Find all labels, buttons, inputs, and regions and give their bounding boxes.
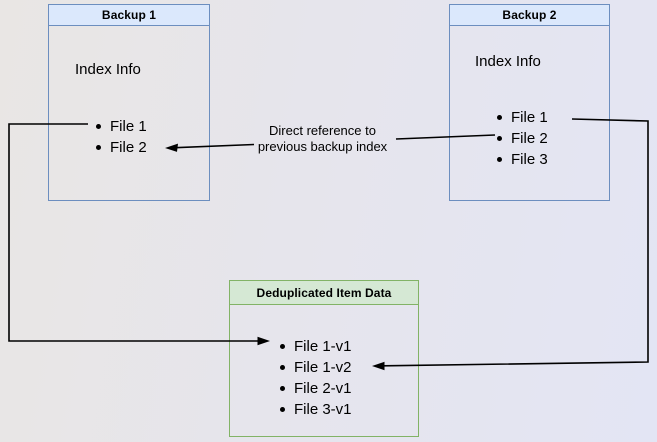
list-item: File 2-v1	[280, 378, 352, 399]
list-item: File 1-v2	[280, 357, 352, 378]
direct-reference-line1: Direct reference to	[269, 123, 376, 138]
file-label: File 2	[110, 139, 147, 156]
file-label: File 2-v1	[294, 380, 352, 397]
file-label: File 1	[110, 118, 147, 135]
backup2-header: Backup 2	[450, 5, 609, 26]
dedup-header: Deduplicated Item Data	[230, 281, 418, 305]
list-item: File 3-v1	[280, 399, 352, 420]
bullet-icon	[280, 365, 285, 370]
direct-reference-line2: previous backup index	[257, 139, 388, 154]
file-label: File 3	[511, 151, 548, 168]
dedup-file-list: File 1-v1 File 1-v2 File 2-v1 File 3-v1	[280, 336, 352, 420]
file-label: File 1-v1	[294, 338, 352, 355]
bullet-icon	[280, 386, 285, 391]
bullet-icon	[96, 145, 101, 150]
file-label: File 1	[511, 109, 548, 126]
bullet-icon	[280, 344, 285, 349]
direct-reference-label: Direct reference to previous backup inde…	[230, 123, 415, 155]
bullet-icon	[280, 407, 285, 412]
bullet-icon	[497, 157, 502, 162]
backup1-box: Backup 1 Index Info File 1 File 2	[48, 4, 210, 201]
bullet-icon	[497, 115, 502, 120]
deduplicated-item-data-box: Deduplicated Item Data File 1-v1 File 1-…	[229, 280, 419, 437]
list-item: File 1-v1	[280, 336, 352, 357]
backup2-box: Backup 2 Index Info File 1 File 2 File 3	[449, 4, 610, 201]
backup1-header: Backup 1	[49, 5, 209, 26]
list-item: File 2	[96, 137, 147, 158]
backup1-index-info-label: Index Info	[75, 61, 141, 78]
list-item: File 2	[497, 128, 548, 149]
backup1-file-list: File 1 File 2	[96, 116, 147, 158]
file-label: File 2	[511, 130, 548, 147]
bullet-icon	[96, 124, 101, 129]
list-item: File 1	[497, 107, 548, 128]
bullet-icon	[497, 136, 502, 141]
list-item: File 1	[96, 116, 147, 137]
file-label: File 1-v2	[294, 359, 352, 376]
file-label: File 3-v1	[294, 401, 352, 418]
list-item: File 3	[497, 149, 548, 170]
backup2-index-info-label: Index Info	[475, 53, 541, 70]
backup2-file-list: File 1 File 2 File 3	[497, 107, 548, 170]
